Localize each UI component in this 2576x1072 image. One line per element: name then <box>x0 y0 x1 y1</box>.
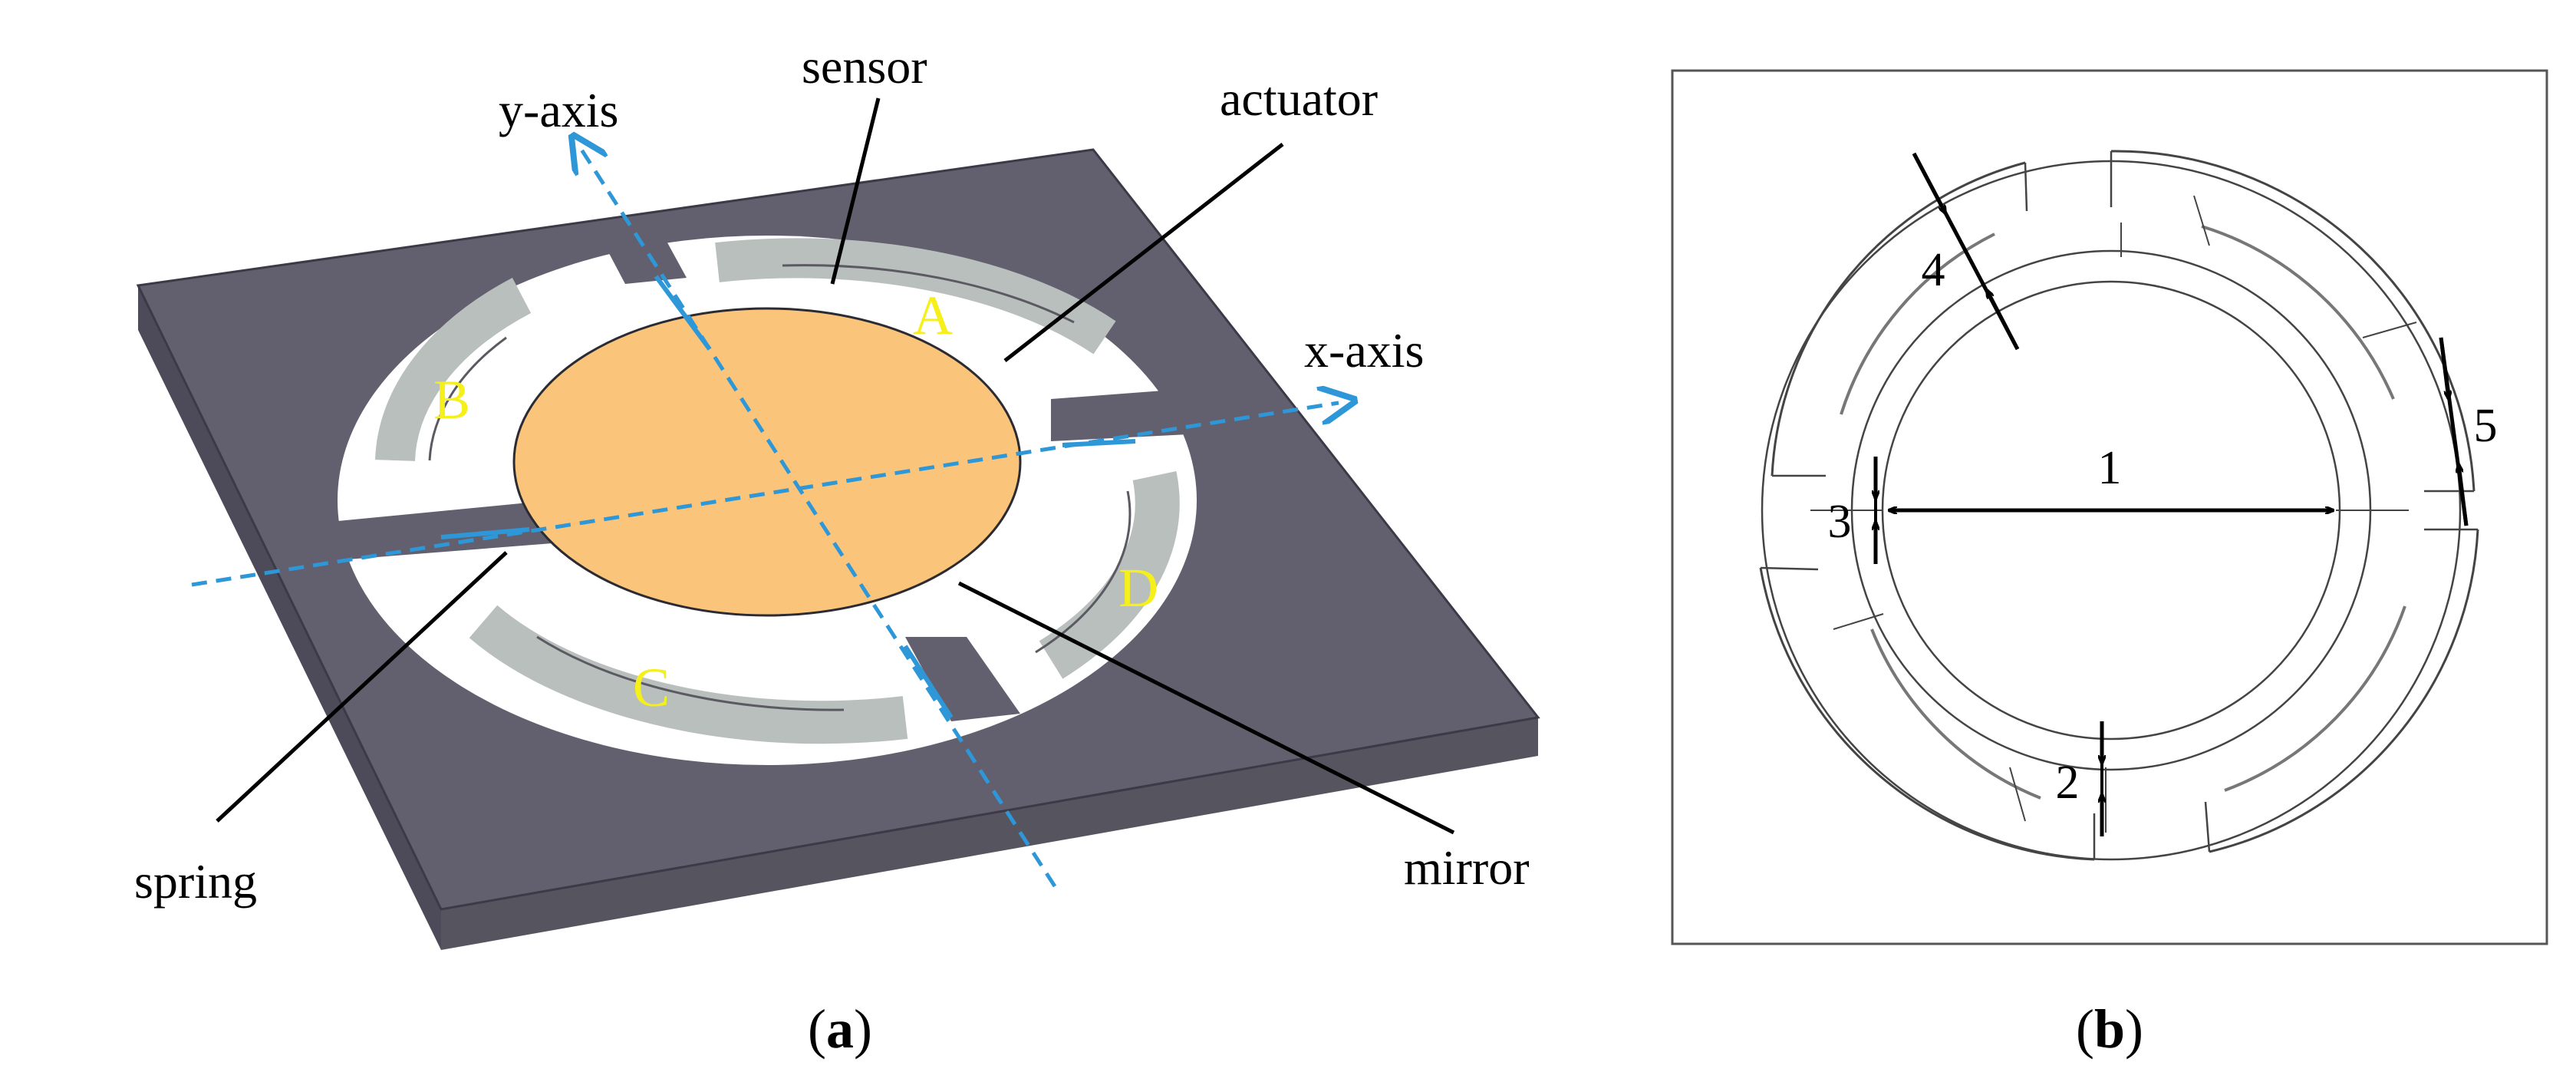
segment-c-label: C <box>633 657 670 718</box>
slot-ticks <box>1810 195 2417 833</box>
dim-1-label: 1 <box>2098 442 2122 494</box>
panel-b-frame <box>1671 69 2548 945</box>
panel-a-caption: (a) <box>808 998 872 1060</box>
dim-3-label: 3 <box>1828 496 1852 548</box>
mirror-plate <box>512 307 1022 617</box>
panel-b-caption: (b) <box>2076 998 2143 1060</box>
dim-2-label: 2 <box>2056 757 2080 809</box>
electrode-b <box>375 277 532 462</box>
x-axis-label: x-axis <box>1304 323 1424 378</box>
sensor-label: sensor <box>802 39 927 94</box>
dim-5-label: 5 <box>2474 400 2498 452</box>
substrate-tabs <box>330 229 1204 721</box>
electrode-a <box>715 238 1116 355</box>
panel-a-3d-view: y-axis x-axis sensor actuator spring mir… <box>134 39 1540 1060</box>
electrode-c <box>469 605 908 744</box>
mirror-label: mirror <box>1404 840 1530 895</box>
y-axis-label: y-axis <box>499 83 618 137</box>
x-axis-line <box>191 403 1339 587</box>
callout-lines <box>216 97 1455 835</box>
segment-b-label: B <box>433 369 470 430</box>
dim-4-label: 4 <box>1922 244 1945 296</box>
electrode-bands <box>375 238 1180 744</box>
spring-label: spring <box>134 854 257 909</box>
segment-a-label: A <box>913 285 953 346</box>
substrate-front-face <box>138 285 441 950</box>
substrate-right-face <box>441 717 1538 950</box>
segment-d-label: D <box>1118 557 1158 618</box>
panel-b-top-view: 1 2 3 4 5 (b) <box>1671 69 2548 1060</box>
actuator-label: actuator <box>1220 71 1378 126</box>
electrode-d <box>1039 471 1180 679</box>
